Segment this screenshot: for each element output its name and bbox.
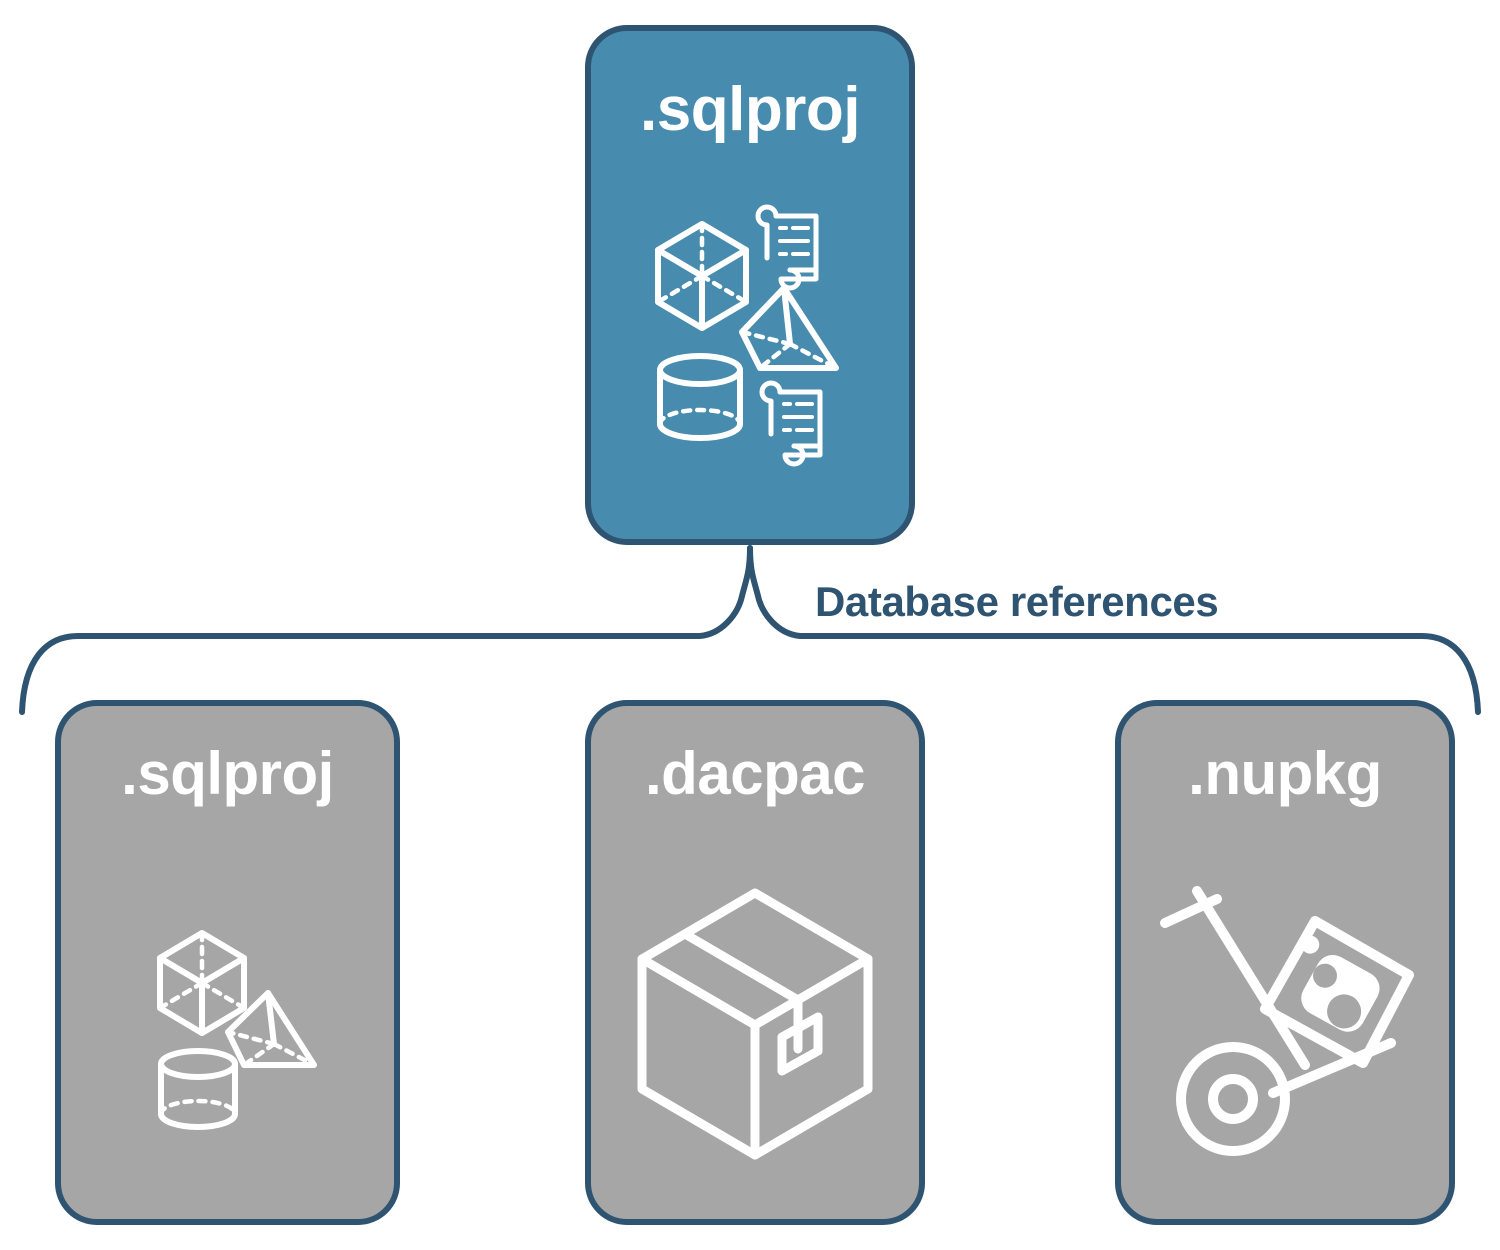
pyramid-icon — [739, 285, 839, 371]
scroll-icon — [755, 204, 819, 291]
cylinder-icon — [657, 353, 743, 441]
dacpac-icon-group — [591, 804, 919, 1219]
node-title: .sqlproj — [121, 740, 334, 807]
nuget-package-icon — [1260, 915, 1414, 1068]
cube-icon — [655, 221, 749, 331]
scroll-icon — [759, 380, 823, 467]
node-sqlproj-root[interactable]: .sqlproj — [585, 25, 915, 545]
node-title: .dacpac — [645, 740, 865, 807]
sqlproj-icon-group — [61, 804, 394, 1219]
node-title: .sqlproj — [640, 75, 860, 144]
node-dacpac-reference[interactable]: .dacpac — [585, 700, 925, 1225]
connector-label-database-references: Database references — [815, 578, 1219, 625]
node-sqlproj-reference[interactable]: .sqlproj — [55, 700, 400, 1225]
package-box-icon — [637, 888, 873, 1159]
root-icon-group — [591, 141, 909, 539]
node-title: .nupkg — [1188, 740, 1382, 807]
pyramid-icon — [224, 989, 317, 1068]
cylinder-icon — [157, 1047, 238, 1130]
hand-truck-icon — [1160, 885, 1396, 1156]
nupkg-icon-group — [1121, 804, 1449, 1219]
node-nupkg-reference[interactable]: .nupkg — [1115, 700, 1455, 1225]
cube-icon — [156, 929, 247, 1036]
